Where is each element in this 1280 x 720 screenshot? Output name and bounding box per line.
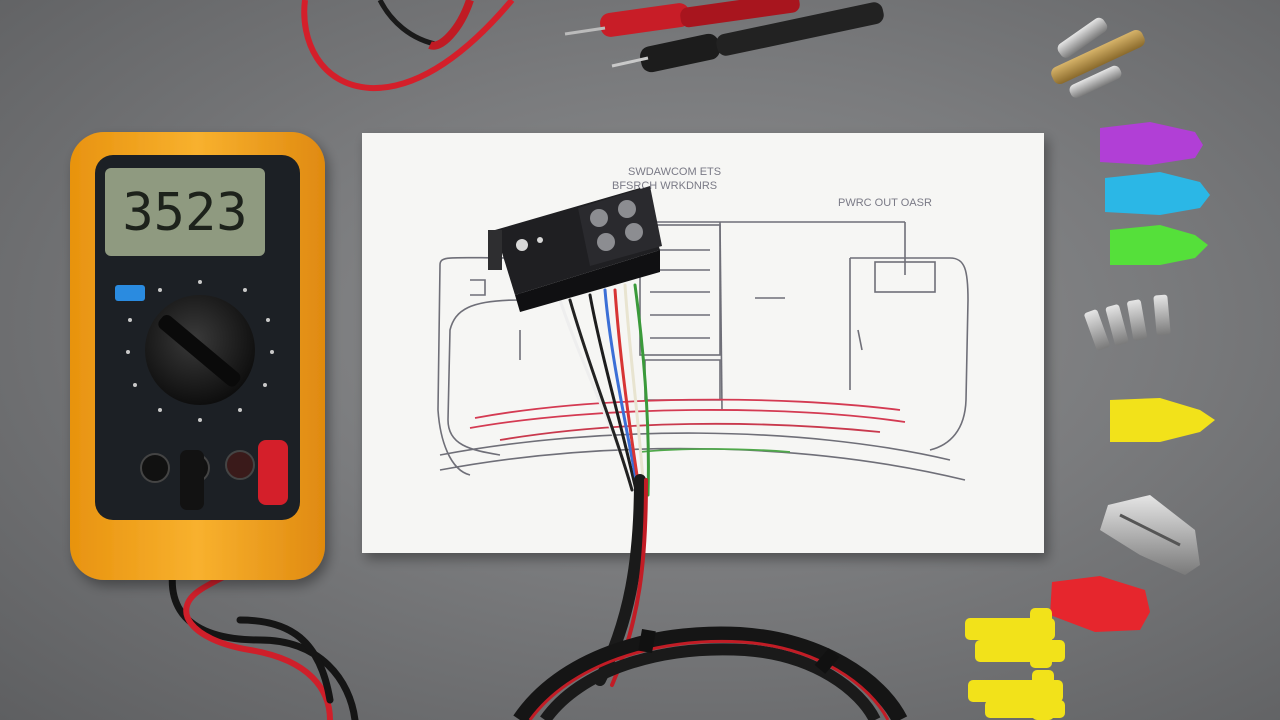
connector-red <box>1050 576 1150 632</box>
yellow-plugs <box>965 608 1065 720</box>
red-probe-plug <box>258 440 288 505</box>
control-module <box>488 186 662 312</box>
cable-coil <box>513 626 908 720</box>
silver-terminals <box>1084 294 1171 351</box>
diagram-red-traces <box>469 398 906 453</box>
multimeter-reading: 3523 <box>122 183 247 243</box>
connector-yellow <box>1110 398 1215 442</box>
connector-purple <box>1100 122 1203 165</box>
black-probe-plug <box>180 450 204 510</box>
diagram-title-line2: BFSRCH WRKDNRS <box>612 180 717 192</box>
brass-terminal <box>1051 30 1145 84</box>
multimeter-lcd <box>105 168 265 256</box>
connector-cyan <box>1105 172 1210 215</box>
diagram-label-right: PWRC OUT OASR <box>838 197 932 209</box>
chrome-connector <box>1100 495 1200 575</box>
blade-fuse <box>1057 17 1108 58</box>
multimeter: 3523 <box>70 132 325 580</box>
multimeter-dial-scale <box>126 280 274 422</box>
diagram-title-line1: SWDAWCOM ETS <box>628 166 721 178</box>
connector-green <box>1110 225 1208 265</box>
top-test-leads <box>301 0 884 92</box>
wiring-diagram-paper <box>362 133 1044 553</box>
multimeter-mode-button <box>115 285 145 301</box>
connector-parts <box>965 17 1215 720</box>
